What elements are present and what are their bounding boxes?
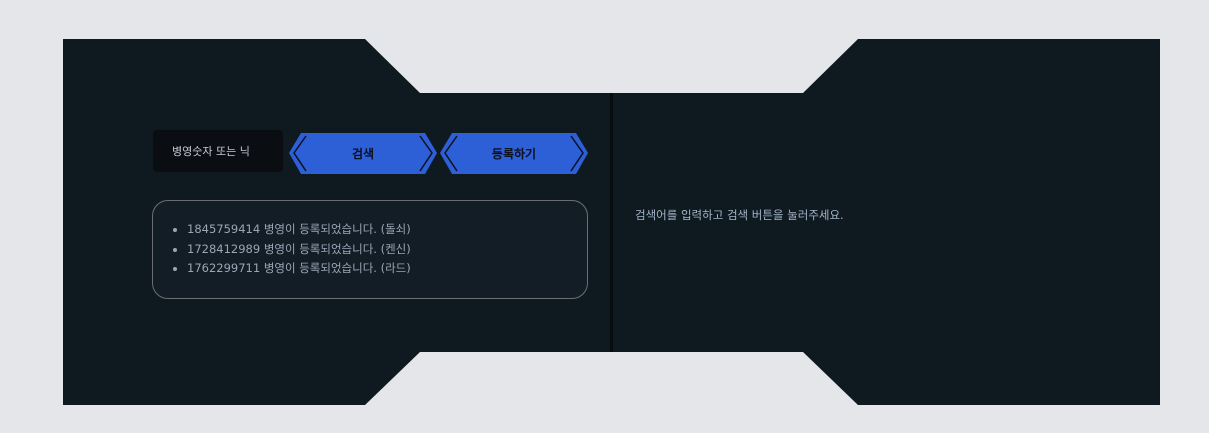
list-item: 1728412989 병영이 등록되었습니다. (켄신): [187, 240, 587, 260]
result-message: 검색어를 입력하고 검색 버튼을 눌러주세요.: [635, 208, 844, 222]
panel-divider: [610, 93, 613, 352]
register-button[interactable]: 등록하기: [440, 133, 588, 174]
registered-list: 1845759414 병영이 등록되었습니다. (돌쇠) 1728412989 …: [152, 200, 588, 299]
register-button-label: 등록하기: [491, 147, 537, 161]
list-item: 1762299711 병영이 등록되었습니다. (라드): [187, 259, 587, 279]
list-item: 1845759414 병영이 등록되었습니다. (돌쇠): [187, 220, 587, 240]
search-button[interactable]: 검색: [289, 133, 437, 174]
search-button-label: 검색: [351, 147, 375, 161]
search-input[interactable]: [153, 130, 283, 172]
